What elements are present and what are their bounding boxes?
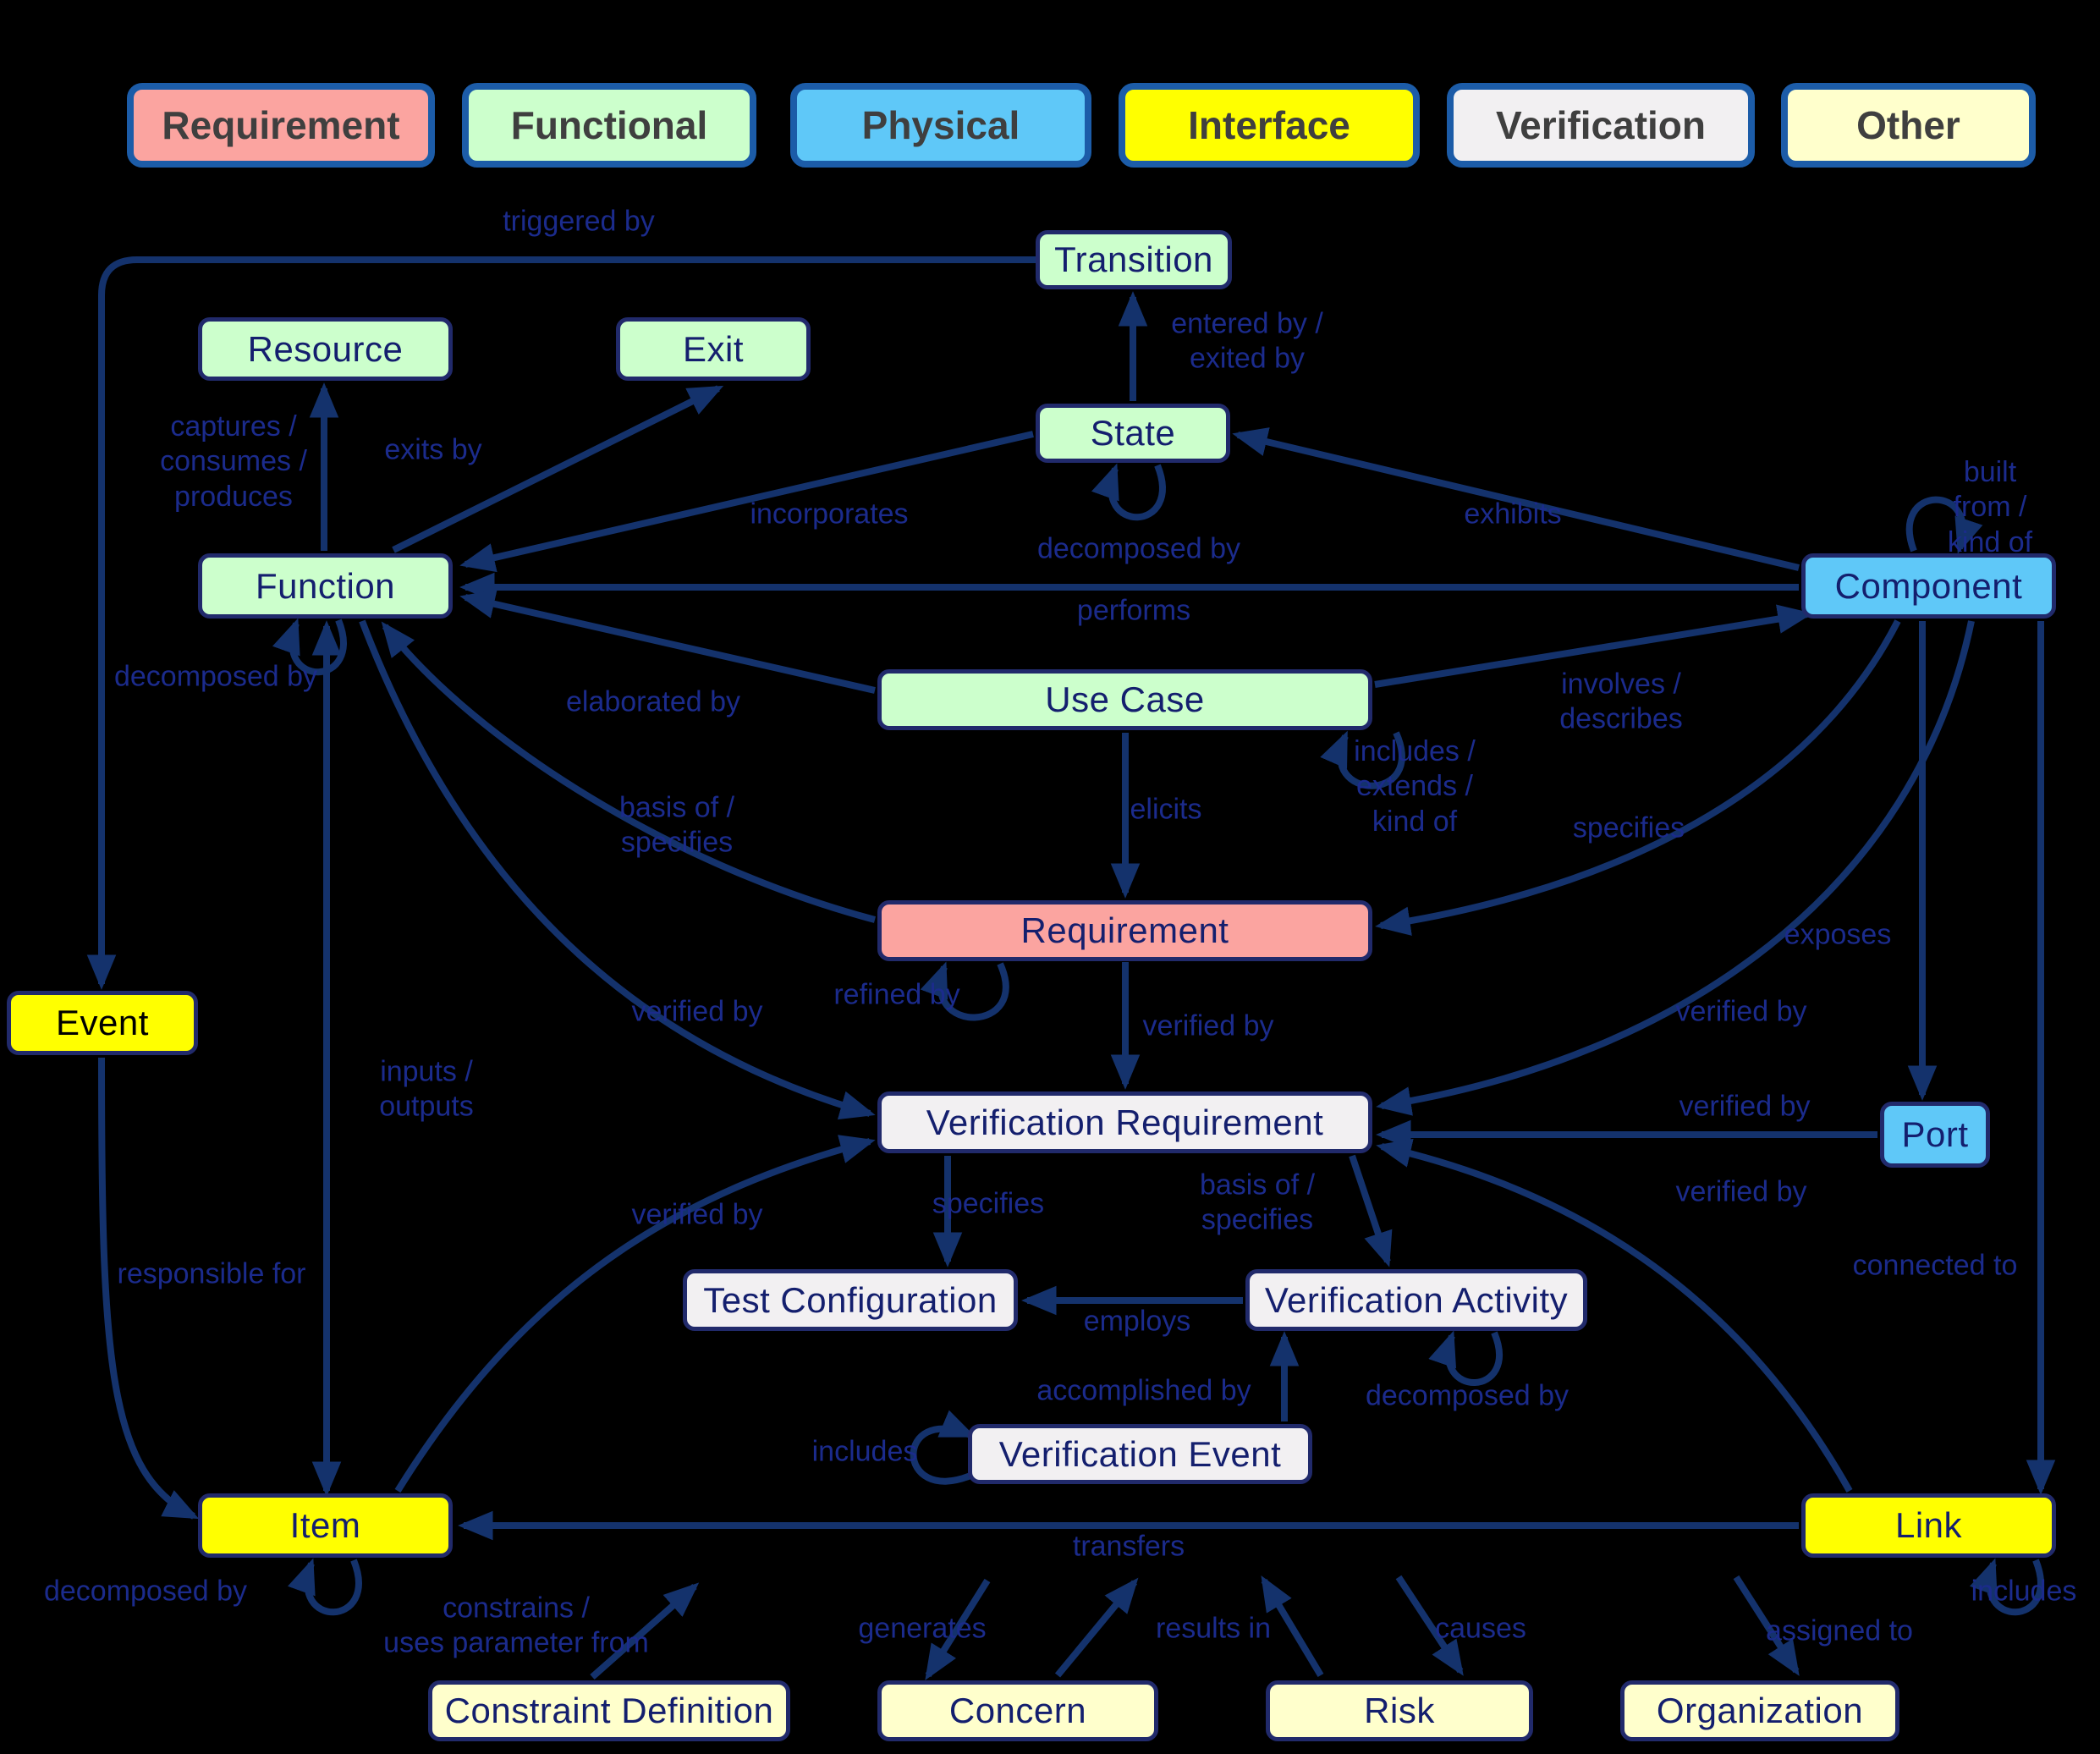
edge-label-requirement-to-function: basis of / specifies xyxy=(618,791,735,859)
edge-label-verification-activity-to-test-configuration: employs xyxy=(1083,1305,1191,1338)
edge-verification-activity-to-verification-activity xyxy=(1428,1330,1503,1386)
legend-functional: Functional xyxy=(462,83,756,168)
edge-label-component-to-requirement: specifies xyxy=(1572,811,1685,844)
edge-component-to-component xyxy=(1905,496,1983,554)
edge-label-concern-to-offpage: results in xyxy=(1155,1612,1272,1645)
node-requirement: Requirement xyxy=(877,900,1372,961)
edge-transition-to-event xyxy=(86,256,1036,990)
node-function: Function xyxy=(198,553,453,619)
node-organization: Organization xyxy=(1620,1680,1899,1741)
edge-label-verification-activity-to-verification-activity: decomposed by xyxy=(1365,1379,1570,1412)
edge-label-verification-requirement-to-test-configuration: specifies xyxy=(932,1187,1045,1220)
edge-item-to-verification-requirement xyxy=(394,1135,876,1493)
edge-component-to-verification-requirement xyxy=(1376,620,1975,1116)
edge-item-to-item xyxy=(288,1558,362,1616)
node-component: Component xyxy=(1801,553,2056,619)
node-port: Port xyxy=(1880,1102,1990,1168)
edge-label-offpage-to-organization: assigned to xyxy=(1766,1614,1913,1647)
edge-label-function-to-function: decomposed by xyxy=(113,660,318,693)
edge-label-requirement-to-requirement: refined by xyxy=(833,978,960,1011)
edge-requirement-to-function xyxy=(381,621,877,923)
edge-label-function-to-resource: captures / consumes / produces xyxy=(160,410,307,513)
node-event: Event xyxy=(7,991,198,1055)
node-exit: Exit xyxy=(616,317,811,381)
edge-label-link-to-item: transfers xyxy=(1072,1530,1185,1563)
edge-label-constraint-definition-to-offpage: constrains / uses parameter from xyxy=(383,1592,649,1659)
edge-label-transition-to-event: triggered by xyxy=(503,205,655,238)
node-item: Item xyxy=(198,1493,453,1558)
edge-label-event-to-item: responsible for xyxy=(117,1257,306,1290)
edge-label-offpage-to-concern: generates xyxy=(858,1612,987,1645)
node-verification-requirement: Verification Requirement xyxy=(877,1091,1372,1153)
edge-function-to-function xyxy=(272,618,347,676)
edge-component-to-requirement xyxy=(1375,619,1901,936)
edge-label-link-to-verification-requirement: verified by xyxy=(1675,1175,1807,1208)
edge-label-function-to-exit: exits by xyxy=(384,433,482,466)
edge-label-function-to-verification-requirement: verified by xyxy=(631,995,763,1028)
edge-label-component-to-state: exhibits xyxy=(1464,498,1562,531)
edge-label-state-to-state: decomposed by xyxy=(1036,532,1241,565)
edge-offpage-to-organization xyxy=(1733,1575,1800,1676)
edge-label-offpage-to-risk: causes xyxy=(1435,1612,1526,1645)
edge-label-verification-event-to-verification-activity: accomplished by xyxy=(1036,1374,1251,1407)
edge-label-use-case-to-function: elaborated by xyxy=(565,685,741,718)
node-verification-activity: Verification Activity xyxy=(1245,1269,1587,1331)
node-concern: Concern xyxy=(877,1680,1158,1741)
legend-verification: Verification xyxy=(1447,83,1755,168)
edge-concern-to-offpage xyxy=(1054,1577,1139,1678)
edge-offpage-to-concern xyxy=(925,1578,991,1680)
edge-label-component-to-verification-requirement: verified by xyxy=(1675,995,1807,1028)
edge-verification-event-to-verification-event xyxy=(910,1410,976,1485)
edge-function-to-verification-requirement xyxy=(359,619,876,1120)
edge-label-component-to-port: exposes xyxy=(1784,918,1892,951)
legend-other: Other xyxy=(1781,83,2036,168)
edge-requirement-to-requirement xyxy=(920,961,1009,1021)
edge-event-to-item xyxy=(98,1057,200,1520)
node-test-configuration: Test Configuration xyxy=(683,1269,1018,1331)
edge-label-verification-requirement-to-verification-activity: basis of / specifies xyxy=(1199,1168,1316,1236)
edge-label-component-to-link: connected to xyxy=(1852,1249,2018,1282)
edge-label-state-to-transition: entered by / exited by xyxy=(1171,307,1323,375)
legend-interface: Interface xyxy=(1119,83,1420,168)
edge-label-component-to-function: performs xyxy=(1076,594,1191,627)
edge-label-use-case-to-requirement: elicits xyxy=(1130,793,1202,826)
edge-constraint-definition-to-offpage xyxy=(590,1582,700,1680)
edge-offpage-to-risk xyxy=(1395,1575,1464,1676)
edge-label-use-case-to-use-case: includes / extends / kind of xyxy=(1354,734,1476,838)
node-transition: Transition xyxy=(1036,230,1232,289)
node-resource: Resource xyxy=(198,317,453,381)
edge-label-state-to-function: incorporates xyxy=(750,498,909,531)
edge-state-to-function xyxy=(459,431,1034,573)
edge-label-use-case-to-component: involves / describes xyxy=(1559,668,1683,735)
node-constraint-definition: Constraint Definition xyxy=(428,1680,790,1741)
edge-label-item-to-item: decomposed by xyxy=(43,1575,248,1608)
edge-risk-to-offpage xyxy=(1261,1575,1324,1678)
edge-state-to-state xyxy=(1091,463,1166,521)
node-use-case: Use Case xyxy=(877,669,1372,730)
edge-component-to-state xyxy=(1232,427,1800,571)
edge-label-port-to-verification-requirement: verified by xyxy=(1679,1090,1811,1123)
legend-physical: Physical xyxy=(790,83,1091,168)
edge-label-link-to-link: includes xyxy=(1971,1575,2077,1608)
edge-label-item-to-function: inputs / outputs xyxy=(379,1055,474,1123)
legend-requirement: Requirement xyxy=(127,83,435,168)
edge-verification-requirement-to-verification-activity xyxy=(1349,1154,1393,1267)
edge-label-requirement-to-verification-requirement: verified by xyxy=(1142,1009,1274,1042)
node-verification-event: Verification Event xyxy=(968,1424,1312,1484)
edge-link-to-verification-requirement xyxy=(1376,1138,1853,1493)
edge-label-component-to-component: built from / kind of xyxy=(1947,455,2033,558)
edge-use-case-to-component xyxy=(1374,604,1813,688)
edge-label-item-to-verification-requirement: verified by xyxy=(631,1198,763,1231)
edge-use-case-to-function xyxy=(459,589,876,694)
edge-function-to-exit xyxy=(392,385,724,553)
node-risk: Risk xyxy=(1266,1680,1533,1741)
edge-link-to-link xyxy=(1970,1558,2044,1616)
edge-use-case-to-use-case xyxy=(1320,730,1405,789)
edge-label-verification-event-to-verification-event: includes xyxy=(811,1435,918,1468)
node-state: State xyxy=(1036,404,1230,463)
node-link: Link xyxy=(1801,1493,2056,1558)
